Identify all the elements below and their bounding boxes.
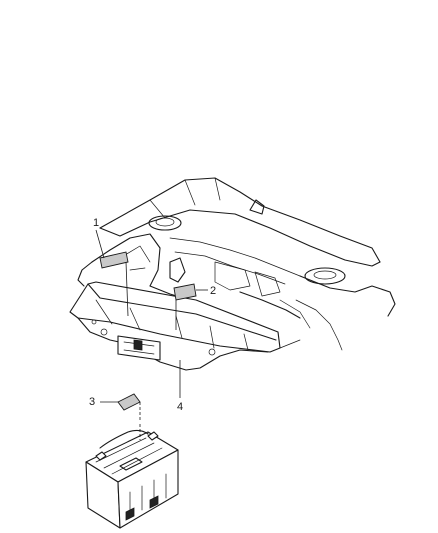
leader-lines xyxy=(95,229,208,440)
callout-2: 2 xyxy=(210,285,216,297)
label-1-sheet xyxy=(99,251,129,269)
callout-3: 3 xyxy=(89,396,95,408)
battery xyxy=(85,393,179,529)
callout-1: 1 xyxy=(93,217,99,229)
label-2-sheet xyxy=(173,283,197,301)
callout-4: 4 xyxy=(177,401,183,413)
radiator-support xyxy=(69,261,301,371)
